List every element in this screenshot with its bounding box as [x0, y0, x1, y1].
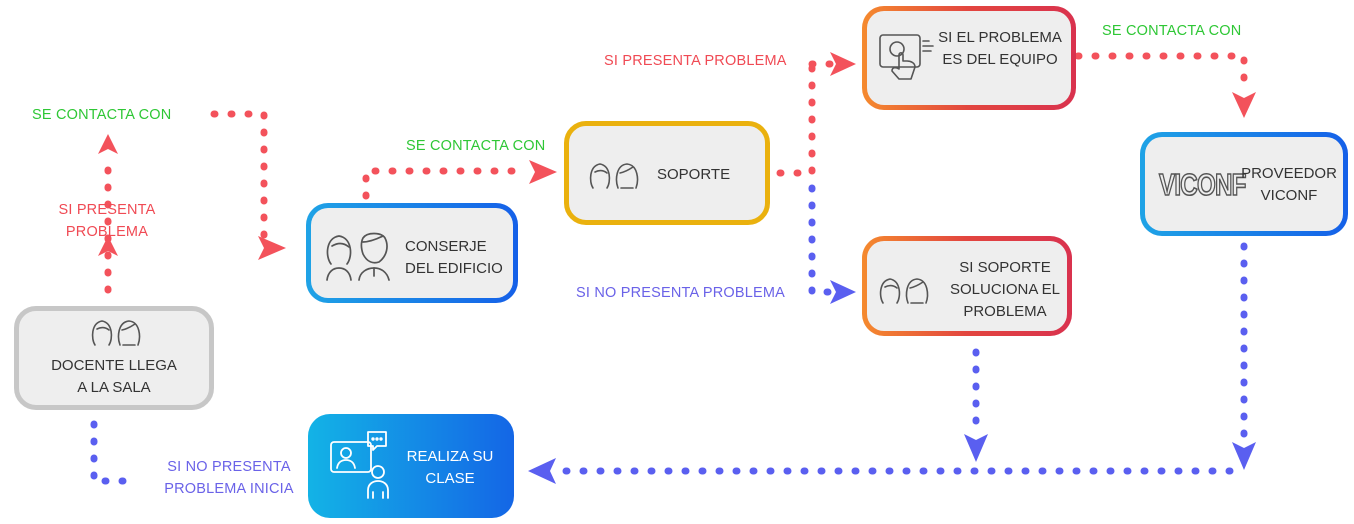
soluciona-line-2: SOLUCIONA EL: [949, 281, 1061, 298]
label-se-contacta-mid: SE CONTACTA CON: [406, 138, 546, 154]
equipo-line-1: SI EL PROBLEMA: [938, 29, 1062, 46]
soluciona-line-1: SI SOPORTE: [959, 259, 1051, 276]
arrowhead-to-equipo: [830, 52, 856, 76]
arrowhead-up-1: [98, 236, 118, 256]
touch-screen-icon: [879, 34, 934, 80]
label-si-presenta-top: SI PRESENTA PROBLEMA: [604, 53, 787, 69]
equipo-line-2: ES DEL EQUIPO: [942, 51, 1058, 68]
video-call-icon: [330, 431, 389, 499]
node-equipo: SI EL PROBLEMA ES DEL EQUIPO: [862, 6, 1076, 110]
flow-soporte-to-branch: [776, 60, 816, 177]
soporte-label: SOPORTE: [657, 166, 731, 183]
two-people-icon: [879, 278, 929, 304]
arrowhead-to-bottom-2: [1232, 442, 1256, 470]
node-docente: DOCENTE LLEGA A LA SALA: [14, 306, 214, 410]
node-soluciona: SI SOPORTE SOLUCIONA EL PROBLEMA: [862, 236, 1072, 336]
arrowhead-up-2: [98, 134, 118, 154]
arrowhead-to-realiza: [528, 458, 556, 484]
conserje-line-2: DEL EDIFICIO: [405, 260, 503, 277]
label-si-presenta-left: SI PRESENTA PROBLEMA: [42, 199, 172, 243]
flow-conserje-to-soporte: [362, 167, 532, 200]
node-realiza: REALIZA SU CLASE: [308, 414, 514, 518]
flow-equipo-to-proveedor: [1074, 52, 1248, 86]
two-people-icon: [91, 320, 141, 346]
arrowhead-to-conserje: [258, 236, 286, 260]
realiza-line-1: REALIZA SU: [406, 448, 494, 465]
proveedor-line-2: VICONF: [1260, 187, 1318, 204]
arrowhead-to-proveedor: [1232, 92, 1256, 118]
flow-soporte-no-problem: [808, 184, 834, 296]
label-se-contacta-left: SE CONTACTA CON: [32, 107, 172, 123]
flow-docente-start: [90, 420, 132, 485]
node-conserje: CONSERJE DEL EDIFICIO: [306, 203, 518, 303]
two-people-icon: [589, 163, 639, 189]
label-se-contacta-right: SE CONTACTA CON: [1102, 23, 1242, 39]
flow-up-to-conserje: [210, 110, 268, 248]
viconf-logo: VICONF: [1158, 166, 1247, 203]
node-proveedor: VICONF PROVEEDOR VICONF: [1140, 132, 1348, 236]
arrowhead-to-bottom-1: [964, 434, 988, 462]
conserje-line-1: CONSERJE: [405, 238, 487, 255]
label-si-presenta-left-2: PROBLEMA: [65, 224, 149, 240]
proveedor-line-1: PROVEEDOR: [1241, 165, 1337, 182]
label-si-no-inicia-2: PROBLEMA INICIA: [164, 481, 294, 497]
label-si-presenta-left-1: SI PRESENTA: [58, 202, 156, 218]
label-si-no-presenta-mid: SI NO PRESENTA PROBLEMA: [576, 285, 785, 301]
label-si-no-inicia-1: SI NO PRESENTA: [167, 459, 291, 475]
arrowhead-to-soluciona: [830, 280, 856, 304]
node-soporte: SOPORTE: [564, 121, 770, 225]
label-si-no-inicia: SI NO PRESENTA PROBLEMA INICIA: [154, 456, 304, 500]
realiza-line-2: CLASE: [425, 470, 475, 487]
docente-line-2: A LA SALA: [77, 379, 151, 396]
soluciona-line-3: PROBLEMA: [963, 303, 1047, 320]
docente-line-1: DOCENTE LLEGA: [51, 357, 177, 374]
arrowhead-to-soporte: [529, 160, 557, 184]
two-people-icon: [326, 232, 390, 281]
